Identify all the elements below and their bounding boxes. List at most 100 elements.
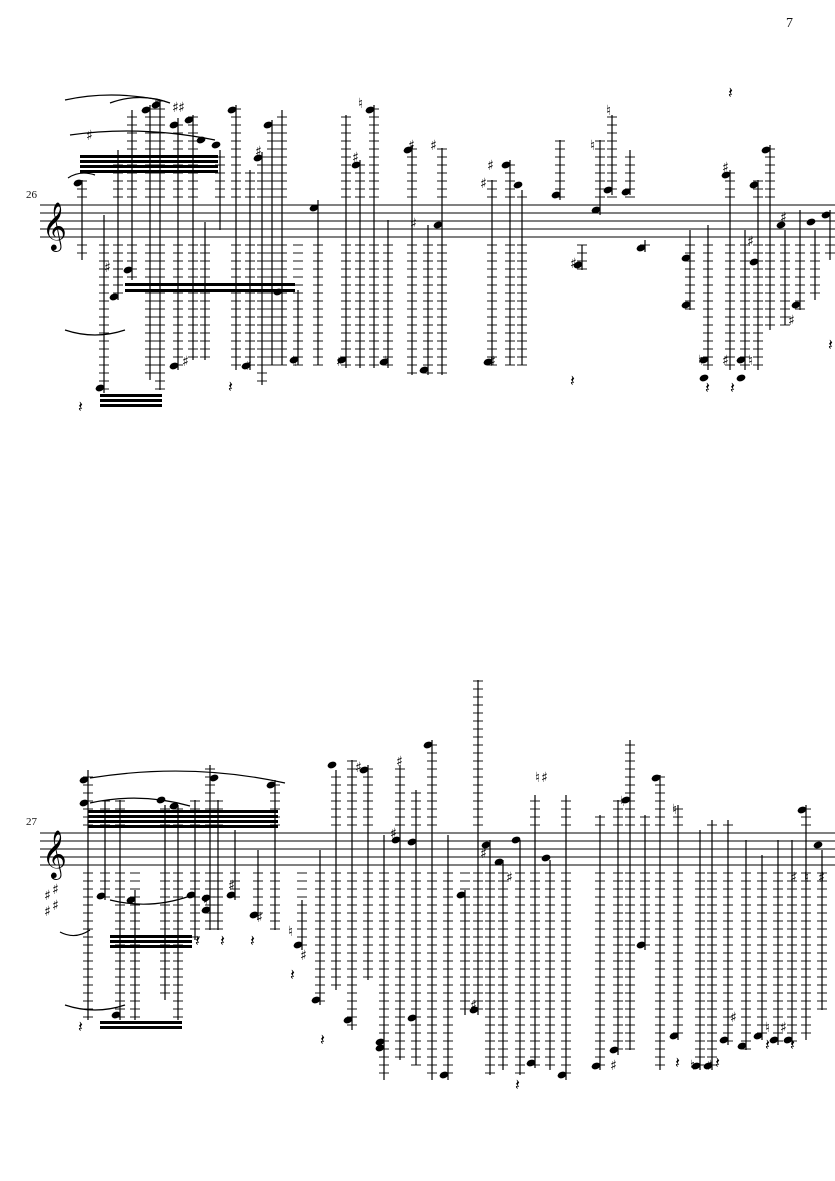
notehead (79, 776, 89, 784)
svg-text:♮: ♮ (748, 353, 753, 369)
svg-text:𝄽: 𝄽 (728, 83, 733, 102)
notehead (151, 101, 161, 109)
notehead (327, 761, 337, 769)
notehead (266, 781, 276, 789)
svg-text:𝄽: 𝄽 (78, 1017, 83, 1036)
svg-text:♮: ♮ (698, 353, 703, 369)
notehead (227, 106, 237, 114)
notehead (821, 211, 831, 219)
notehead (481, 841, 491, 849)
svg-text:♯: ♯ (336, 354, 343, 370)
svg-text:♮: ♮ (804, 870, 809, 886)
notehead (419, 366, 429, 374)
notehead (557, 1071, 567, 1079)
svg-text:♯: ♯ (506, 870, 513, 886)
notehead (591, 1062, 601, 1070)
svg-text:♮: ♮ (606, 103, 611, 119)
svg-text:𝄽: 𝄽 (730, 378, 735, 397)
notehead (375, 1044, 385, 1052)
notehead (669, 1032, 679, 1040)
svg-text:♯: ♯ (610, 1058, 617, 1074)
svg-text:𝄽: 𝄽 (78, 397, 83, 416)
system-1: 26 𝄞 (0, 0, 835, 590)
svg-text:♯: ♯ (487, 158, 494, 174)
notehead (456, 891, 466, 899)
svg-text:♯: ♯ (255, 144, 262, 160)
svg-text:♯: ♯ (722, 160, 729, 176)
notehead (407, 838, 417, 846)
notehead (721, 171, 731, 179)
svg-text:♯: ♯ (172, 100, 179, 116)
notehead (309, 204, 319, 212)
notehead (551, 191, 561, 199)
svg-text:♯: ♯ (396, 754, 403, 770)
key-signature: ♯ ♯ ♯ ♯ (44, 882, 59, 920)
notehead (433, 221, 443, 229)
notehead (776, 221, 786, 229)
notehead (169, 362, 179, 370)
notehead (736, 356, 746, 364)
svg-text:♯: ♯ (182, 354, 189, 370)
notehead (636, 941, 646, 949)
notehead (469, 1006, 479, 1014)
accidentals: ♯ ♯ ♯ ♯ ♯ ♯ ♯ ♯ ♯ ♮ ♮ ♯ ♯ ♯ ♯ ♯ ♯ ♮ ♯ ♮ … (86, 96, 795, 374)
beams (88, 810, 278, 1029)
notehead (761, 146, 771, 154)
svg-text:♯: ♯ (52, 882, 59, 898)
notehead (351, 161, 361, 169)
notehead (169, 802, 179, 810)
svg-text:♯: ♯ (780, 1020, 787, 1036)
svg-text:♯: ♯ (44, 904, 51, 920)
svg-text:♯: ♯ (747, 234, 754, 250)
svg-text:♯: ♯ (480, 176, 487, 192)
notehead (201, 906, 211, 914)
svg-text:♯: ♯ (228, 878, 235, 894)
svg-text:♯: ♯ (790, 870, 797, 886)
staff-lines (40, 832, 835, 866)
notehead (439, 1071, 449, 1079)
svg-text:𝄽: 𝄽 (828, 335, 833, 354)
notehead (343, 1016, 353, 1024)
notehead (407, 1014, 417, 1022)
svg-text:♮: ♮ (203, 893, 208, 909)
notehead (806, 218, 816, 226)
notehead (379, 358, 389, 366)
svg-text:𝄽: 𝄽 (715, 1053, 720, 1072)
rests: 𝄽 𝄽 𝄽 𝄽 𝄽 𝄽 𝄽 (78, 83, 833, 416)
notehead (483, 358, 493, 366)
notehead (749, 181, 759, 189)
svg-text:♯: ♯ (104, 260, 111, 276)
svg-text:𝄽: 𝄽 (675, 1053, 680, 1072)
notehead (337, 356, 347, 364)
notehead (736, 374, 746, 382)
svg-text:♯: ♯ (570, 256, 577, 272)
svg-text:♯: ♯ (470, 998, 477, 1014)
notehead (681, 301, 691, 309)
svg-text:♯: ♯ (355, 760, 362, 776)
notehead (311, 996, 321, 1004)
notehead (703, 1062, 713, 1070)
svg-text:♯: ♯ (390, 826, 397, 842)
svg-text:♯: ♯ (780, 210, 787, 226)
svg-text:♯: ♯ (352, 150, 359, 166)
svg-text:♯: ♯ (706, 1058, 713, 1074)
notehead (123, 266, 133, 274)
notehead (621, 188, 631, 196)
svg-text:♮: ♮ (292, 354, 297, 370)
notehead (289, 356, 299, 364)
notehead (749, 258, 759, 266)
svg-text:♯: ♯ (489, 354, 496, 370)
notehead (681, 254, 691, 262)
svg-text:♮: ♮ (690, 1058, 695, 1074)
svg-text:𝄽: 𝄽 (790, 1035, 795, 1054)
notehead (494, 858, 504, 866)
notehead (391, 836, 401, 844)
notehead (753, 1032, 763, 1040)
svg-text:♯: ♯ (245, 358, 252, 374)
slurs (64, 94, 216, 336)
svg-text:♮: ♮ (535, 770, 540, 786)
svg-text:♯: ♯ (256, 910, 263, 926)
svg-text:♮: ♮ (672, 802, 677, 818)
notehead (591, 206, 601, 214)
notehead (797, 806, 807, 814)
